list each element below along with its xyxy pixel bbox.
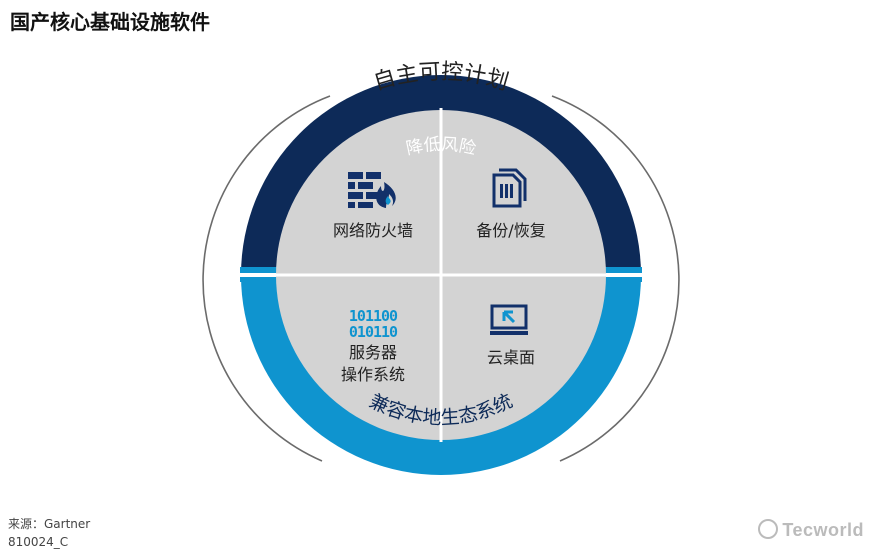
backup-document-icon bbox=[492, 168, 527, 208]
quadrant-label-server: 服务器 bbox=[349, 343, 397, 362]
quadrant-label-firewall: 网络防火墙 bbox=[333, 221, 413, 240]
source-note: 来源：Gartner bbox=[8, 517, 91, 531]
watermark-text: Tecworld bbox=[782, 520, 864, 540]
quadrant-label-os: 操作系统 bbox=[341, 365, 405, 384]
outer-ring bbox=[202, 95, 680, 462]
watermark: Tecworld bbox=[758, 519, 864, 541]
page-title: 国产核心基础设施软件 bbox=[10, 10, 210, 34]
svg-text:101100: 101100 bbox=[349, 307, 398, 325]
quadrant-label-backup: 备份/恢复 bbox=[476, 221, 545, 240]
weibo-logo-icon bbox=[758, 519, 779, 539]
cloud-desktop-icon bbox=[490, 304, 528, 335]
firewall-icon bbox=[348, 172, 396, 208]
figure-code: 810024_C bbox=[8, 535, 69, 549]
svg-text:010110: 010110 bbox=[349, 323, 398, 341]
quadrant-label-cloud-desktop: 云桌面 bbox=[487, 348, 535, 367]
binary-code-icon: 101100 010110 bbox=[349, 307, 399, 341]
